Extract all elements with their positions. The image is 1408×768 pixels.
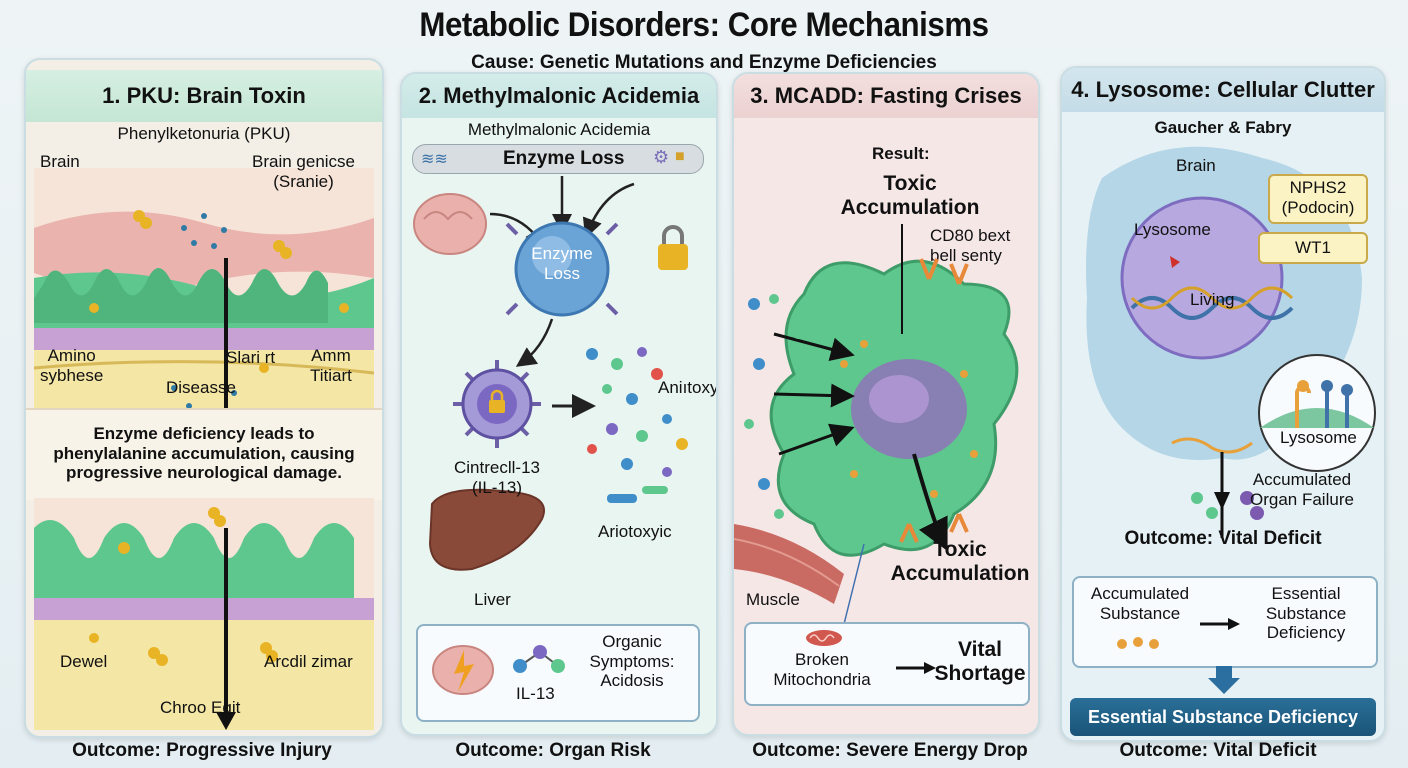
lyso-arrow-down-blue	[1208, 666, 1240, 694]
lock-icon: ■	[675, 148, 685, 165]
pku-subtitle: Phenylketonuria (PKU)	[117, 124, 291, 143]
pku-label-slari: Slari rt	[226, 348, 276, 367]
mma-subtitle: Methylmalonic Acidemia	[467, 120, 651, 139]
mma-illustration	[413, 176, 688, 571]
pku-label-amino: Amino sybhese	[40, 346, 104, 385]
lyso-box-essential: Essential Substance Deficiency	[1265, 584, 1347, 643]
mcadd-cd80-label: CD80 bext bell senty	[930, 226, 1011, 265]
lyso-banner-label: Essential Substance Deficiency	[1087, 707, 1359, 727]
mitochondria-icon	[806, 630, 842, 646]
dots-icon	[1117, 637, 1159, 649]
lyso-subtitle: Gaucher & Fabry	[1154, 118, 1292, 137]
outcome-mcadd: Outcome: Severe Energy Drop	[752, 740, 1028, 761]
pku-label-dewel: Dewel	[60, 652, 108, 671]
pku-label-brain: Brain	[40, 152, 80, 171]
pku-tissue-illustration	[34, 168, 374, 458]
panel-pku: 1. PKU: Brain Toxin Brain Brain genicse …	[24, 58, 384, 738]
brain-lightning-icon	[432, 645, 494, 695]
lyso-label-lysosome-inner: Lysosome	[1134, 220, 1211, 239]
panel-mcadd-title: 3. MCADD: Fasting Crises	[750, 83, 1022, 108]
pku-tissue-bottom	[34, 498, 374, 730]
panel-lysosome-header: 4. Lysosome: Cellular Clutter	[1062, 68, 1384, 112]
arrow-right-icon	[896, 662, 936, 674]
lyso-substance-box: Accumulated Substance Essential Substanc…	[1072, 576, 1378, 668]
lyso-cell-illustration	[1086, 146, 1376, 538]
panel-pku-header: 1. PKU: Brain Toxin	[26, 70, 382, 122]
mcadd-box-broken: Broken Mitochondria	[773, 650, 871, 689]
lyso-nphs2-badge: NPHS2 (Podocin)	[1268, 174, 1368, 224]
mma-label-cintrecll: Cintrecll-13 (IL-13)	[454, 458, 540, 497]
lyso-wt1-label: WT1	[1295, 238, 1331, 257]
lyso-label-lysosome-zoom: Lysosome	[1280, 428, 1357, 447]
mcadd-toxic-mid: Toxic Accumulation	[890, 538, 1030, 586]
mcadd-result-label: Result:	[872, 144, 930, 163]
pku-label-chroo: Chroo Egit	[160, 698, 241, 717]
lyso-wt1-badge: WT1	[1258, 232, 1368, 264]
mma-box-symptoms: Organic Symptoms: Acidosis	[589, 632, 675, 691]
page-title: Metabolic Disorders: Core Mechanisms	[419, 6, 989, 44]
mma-enzyme-core-label: Enzyme Loss	[531, 244, 593, 283]
pku-description-text: Enzyme deficiency leads to phenylalanine…	[53, 424, 355, 483]
outcome-mma: Outcome: Organ Risk	[455, 740, 651, 761]
panel-pku-title: 1. PKU: Brain Toxin	[102, 83, 306, 108]
panel-mma-header: 2. Methylmalonic Acidemia	[402, 74, 716, 118]
lyso-banner: Essential Substance Deficiency	[1070, 698, 1376, 736]
molecule-icon	[513, 645, 565, 673]
panel-mcadd: 3. MCADD: Fasting Crises Result: Toxic A…	[732, 72, 1040, 736]
mcadd-label-muscle: Muscle	[746, 590, 800, 609]
panel-mma: 2. Methylmalonic Acidemia Methylmalonic …	[400, 72, 718, 736]
lyso-label-living: Living	[1190, 290, 1235, 309]
lyso-box-accumulated: Accumulated Substance	[1090, 584, 1190, 623]
panel-mma-title: 2. Methylmalonic Acidemia	[418, 83, 700, 108]
mma-symptoms-box: IL-13 Organic Symptoms: Acidosis	[416, 624, 700, 722]
arrow-right-icon	[1200, 618, 1240, 630]
pku-label-amm: Amm Titiart	[310, 346, 352, 385]
mma-label-liver: Liver	[474, 590, 511, 609]
lyso-nphs2-label: NPHS2 (Podocin)	[1281, 178, 1355, 218]
pku-label-disease: Diseasse	[166, 378, 236, 397]
lyso-arrow-down	[1214, 452, 1230, 510]
mma-label-ariotoxyic: Ariotoxyic	[598, 522, 672, 541]
mma-box-il13: IL-13	[516, 684, 555, 703]
panel-lysosome-title: 4. Lysosome: Cellular Clutter	[1071, 77, 1375, 102]
panel-mcadd-header: 3. MCADD: Fasting Crises	[734, 74, 1038, 118]
outcome-pku: Outcome: Progressive Injury	[72, 740, 332, 761]
mma-label-anitoxyin: Aniıtoxyin	[658, 378, 718, 397]
gear-icon: ⚙	[653, 147, 670, 167]
lyso-label-accumulated-organ: Accumulated Organ Failure	[1250, 470, 1354, 509]
mcadd-mito-box: Broken Mitochondria Vital Shortage	[744, 622, 1030, 706]
panel-lysosome: 4. Lysosome: Cellular Clutter Gaucher & …	[1060, 66, 1386, 742]
pku-label-arcdil: Arcdil zimar	[264, 652, 353, 671]
cause-subtitle: Cause: Genetic Mutations and Enzyme Defi…	[471, 52, 937, 73]
pku-label-brain-genicse: Brain genicse (Sranie)	[252, 152, 356, 191]
lyso-outcome-inner: Outcome: Vital Deficit	[1124, 528, 1322, 549]
lyso-label-brain: Brain	[1176, 156, 1216, 175]
mcadd-toxic-top: Toxic Accumulation	[840, 172, 980, 220]
mma-enzyme-loss-label: Enzyme Loss	[503, 148, 625, 169]
mcadd-cell-illustration	[734, 224, 1019, 624]
dna-icon: ≋≋	[421, 151, 448, 168]
outcome-lysosome: Outcome: Vital Deficit	[1119, 740, 1317, 761]
mcadd-box-vital: Vital Shortage	[934, 638, 1026, 686]
mma-enzyme-loss-pill: ≋≋ Enzyme Loss ⚙ ■	[412, 144, 704, 174]
pku-description: Enzyme deficiency leads to phenylalanine…	[26, 408, 382, 500]
